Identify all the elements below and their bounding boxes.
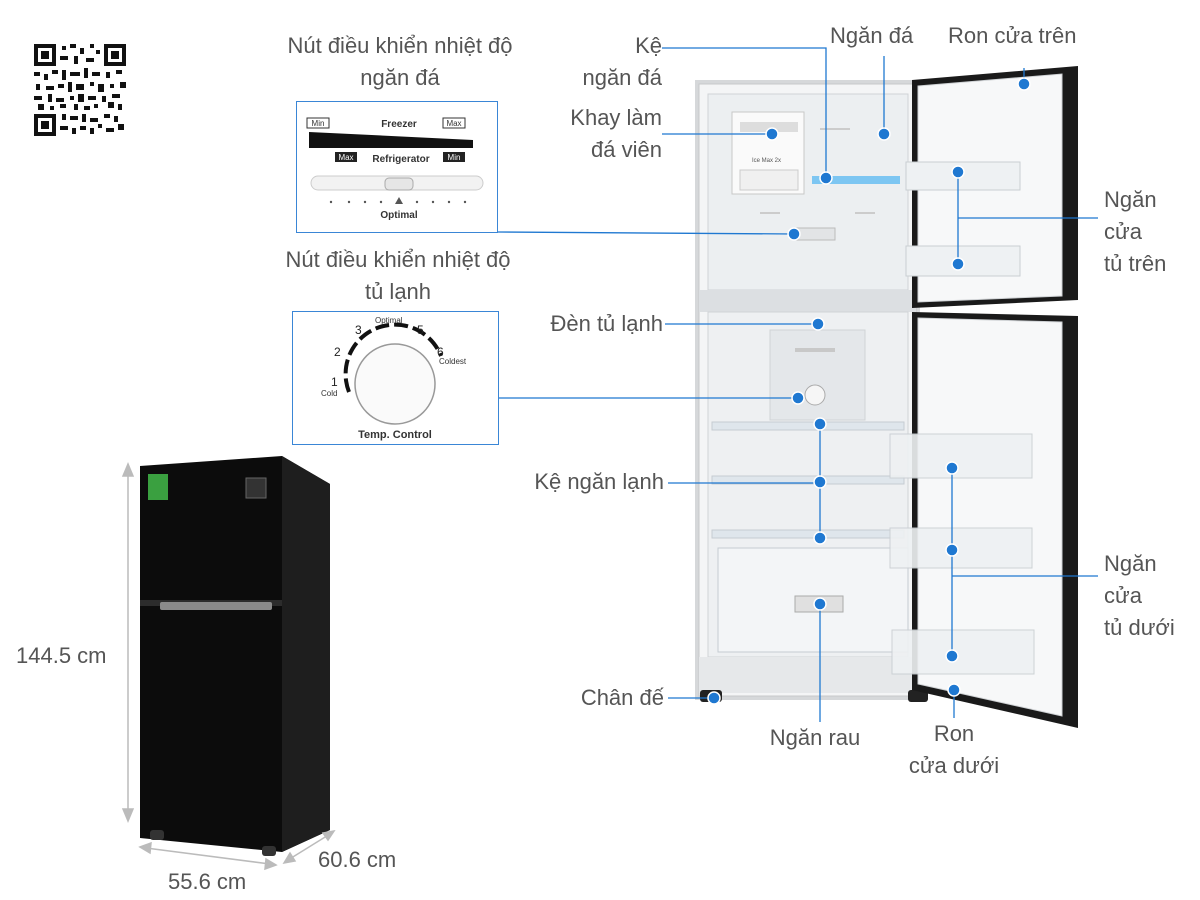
label-foot: Chân đế [580, 685, 664, 710]
freezer-control-panel: Min Freezer Max Max Refrigerator Min Opt… [296, 101, 498, 233]
dial-5: 5 [417, 323, 424, 337]
dial-optimal: Optimal [375, 316, 403, 325]
dimension-depth: 60.6 cm [318, 847, 397, 872]
dial-1: 1 [331, 375, 338, 389]
refrigerator-max-label: Max [338, 153, 353, 162]
dial-3: 3 [355, 323, 362, 337]
freezer-optimal-label: Optimal [380, 210, 417, 221]
fridge-control-graphic: 1 Cold 2 3 Optimal 5 6 Coldest Temp. Con… [321, 316, 467, 441]
label-top-door-bins-line3: tủ trên [1104, 251, 1167, 276]
refrigerator-label: Refrigerator [372, 154, 429, 165]
label-top-door-bins-line2: cửa [1104, 219, 1142, 244]
label-crisper: Ngăn rau [769, 725, 861, 750]
label-top-door-bins: Ngăn cửa tủ trên [1104, 184, 1166, 280]
dial-cold: Cold [321, 389, 337, 398]
freezer-control-graphic: Min Freezer Max Max Refrigerator Min Opt… [306, 117, 484, 221]
label-fridge-shelf: Kệ ngăn lạnh [534, 469, 664, 494]
label-fridge-light: Đèn tủ lạnh [550, 311, 663, 336]
svg-text:Ice Max 2x: Ice Max 2x [752, 158, 781, 164]
label-bottom-door-bins-line2: cửa [1104, 583, 1142, 608]
label-ice-shelf-line2: ngăn đá [582, 65, 662, 90]
fridge-control-panel: 1 Cold 2 3 Optimal 5 6 Coldest Temp. Con… [292, 311, 499, 445]
qr-code [34, 44, 126, 136]
fridge-control-title-line1: Nút điều khiển nhiệt độ [285, 247, 511, 272]
label-freezer: Ngăn đá [830, 23, 914, 48]
label-ice-tray: Khay làm đá viên [520, 102, 662, 166]
freezer-control-title: Nút điều khiển nhiệt độ ngăn đá [250, 30, 550, 94]
freezer-min-label: Min [312, 119, 325, 128]
freezer-max-label: Max [446, 119, 461, 128]
label-bottom-door-bins: Ngăn cửa tủ dưới [1104, 548, 1175, 644]
label-bottom-gasket-line2: cửa dưới [908, 753, 1000, 778]
label-bottom-door-bins-line1: Ngăn [1104, 551, 1157, 576]
label-top-door-bins-line1: Ngăn [1104, 187, 1157, 212]
freezer-control-title-line2: ngăn đá [360, 65, 440, 90]
label-bottom-gasket: Ron cửa dưới [894, 718, 1014, 782]
label-ice-shelf: Kệ ngăn đá [540, 30, 662, 94]
label-bottom-gasket-line1: Ron [933, 721, 975, 746]
dial-6: 6 [437, 345, 444, 359]
label-ice-tray-line1: Khay làm [570, 105, 662, 130]
dimension-width: 55.6 cm [168, 869, 247, 894]
label-top-gasket: Ron cửa trên [948, 23, 1077, 48]
dial-coldest: Coldest [439, 357, 467, 366]
freezer-control-title-line1: Nút điều khiển nhiệt độ [287, 33, 513, 58]
temp-control-caption: Temp. Control [358, 429, 432, 441]
label-ice-shelf-line1: Kệ [635, 33, 662, 58]
label-bottom-door-bins-line3: tủ dưới [1104, 615, 1175, 640]
fridge-control-title: Nút điều khiển nhiệt độ tủ lạnh [248, 244, 548, 308]
label-ice-tray-line2: đá viên [591, 137, 662, 162]
refrigerator-min-label: Min [448, 153, 461, 162]
dial-2: 2 [334, 345, 341, 359]
freezer-label: Freezer [381, 119, 417, 130]
fridge-control-title-line2: tủ lạnh [364, 279, 432, 304]
dimension-height: 144.5 cm [16, 643, 107, 668]
